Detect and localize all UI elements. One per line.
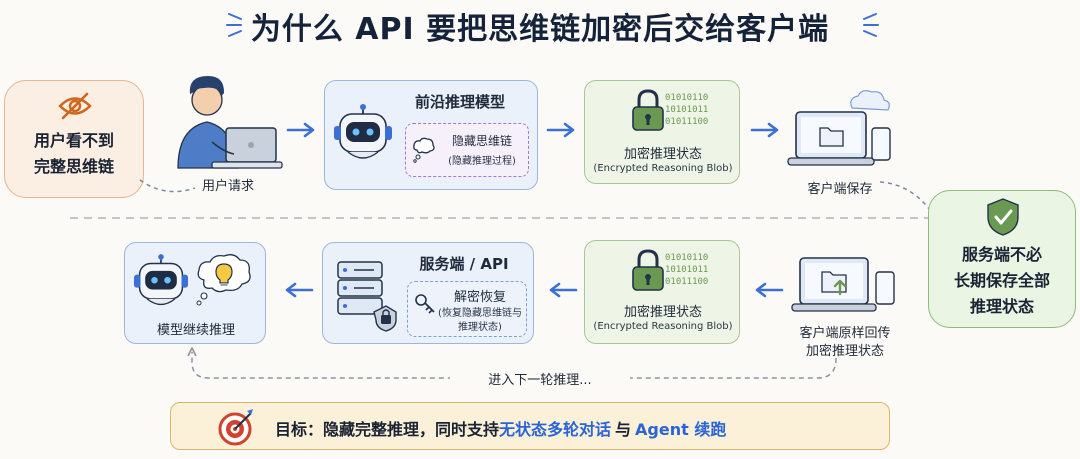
robot-icon (334, 104, 392, 159)
server-api-title: 服务端 / API (419, 255, 509, 273)
encrypted-state-subtitle: (Encrypted Reasoning Blob) (593, 321, 733, 332)
binary-line: 01010110 (665, 93, 709, 103)
arrow-left-3 (755, 282, 784, 298)
bubble-line-1: 用户看不到 (33, 131, 114, 150)
encrypted-state-card-top: 01010110 10101011 01011100 加密推理状态 (Encry… (584, 80, 740, 184)
hidden-cot-line2: (隐藏推理过程) (448, 156, 516, 167)
encrypted-state-card-bottom: 01010110 10101011 01011100 加密推理状态 (Encry… (584, 240, 740, 344)
bubble-line-1: 服务端不必 (961, 245, 1042, 264)
arrow-left-2 (549, 282, 578, 298)
bubble-line-2: 完整思维链 (33, 157, 114, 176)
arrow-right-1 (286, 122, 315, 138)
title-sparkle-right-icon (863, 13, 879, 37)
page-title: 为什么 API 要把思维链加密后交给客户端 (250, 12, 830, 47)
binary-line: 01011100 (665, 117, 709, 127)
binary-line: 01010110 (665, 253, 709, 263)
padlock-icon (632, 89, 664, 131)
client-save-label: 客户端保存 (807, 182, 873, 197)
goal-mid: 与 (615, 420, 632, 439)
thought-cloud-icon (413, 137, 435, 163)
decrypt-line1: 解密恢复 (453, 290, 506, 305)
frontier-model-title: 前沿推理模型 (414, 93, 505, 111)
arrow-left-1 (285, 282, 314, 298)
client-laptop-cloud-icon (787, 90, 891, 166)
row-separator (70, 217, 930, 219)
title-sparkle-left-icon (226, 13, 242, 37)
arrow-right-2 (546, 122, 575, 138)
client-return-line1: 客户端原样回传 (799, 326, 891, 341)
arrow-right-3 (750, 122, 779, 138)
goal-prefix: 目标：隐藏完整推理，同时支持 (275, 420, 500, 439)
padlock-icon (632, 249, 664, 291)
hidden-cot-line1: 隐藏思维链 (451, 134, 512, 148)
server-lock-icon (337, 261, 397, 332)
binary-line: 01011100 (665, 277, 709, 287)
next-round-loop-arrow (187, 347, 837, 379)
robot-icon (134, 254, 188, 306)
goal-highlight-agent: Agent 续跑 (635, 420, 727, 439)
shield-check-icon (987, 198, 1019, 236)
bubble-line-3: 推理状态 (969, 297, 1034, 316)
eye-slash-icon (58, 92, 92, 120)
bubble-line-2: 长期保存全部 (953, 271, 1050, 290)
hidden-cot-box: 隐藏思维链 (隐藏推理过程) (405, 123, 529, 177)
decrypt-restore-box: 解密恢复 (恢复隐藏思维链与 推理状态) (407, 281, 527, 337)
client-laptop-upload-icon (791, 257, 895, 312)
binary-line: 10101011 (665, 265, 709, 275)
model-continue-label: 模型继续推理 (156, 323, 235, 338)
client-return-line2: 加密推理状态 (805, 344, 884, 359)
decrypt-line3: 推理状态) (458, 322, 502, 333)
server-no-storage-bubble: 服务端不必 长期保存全部 推理状态 (928, 190, 1076, 328)
key-icon (415, 294, 435, 314)
encrypted-state-title: 加密推理状态 (623, 147, 702, 162)
server-api-card: 服务端 / API 解密恢复 (恢复隐藏思维链与 推理状态) (322, 242, 534, 344)
encrypted-state-subtitle: (Encrypted Reasoning Blob) (593, 163, 733, 174)
goal-highlight-stateless: 无状态多轮对话 (499, 420, 612, 439)
binary-line: 10101011 (665, 105, 709, 115)
target-icon (218, 409, 253, 446)
user-request-label: 用户请求 (201, 179, 254, 194)
decrypt-line2: (恢复隐藏思维链与 (438, 308, 522, 319)
user-at-laptop-icon (177, 76, 283, 169)
lightbulb-thought-icon (196, 254, 251, 306)
user-cannot-see-bubble: 用户看不到 完整思维链 (4, 80, 144, 198)
next-round-label: 进入下一轮推理... (450, 369, 630, 388)
encrypted-state-title: 加密推理状态 (623, 305, 702, 320)
